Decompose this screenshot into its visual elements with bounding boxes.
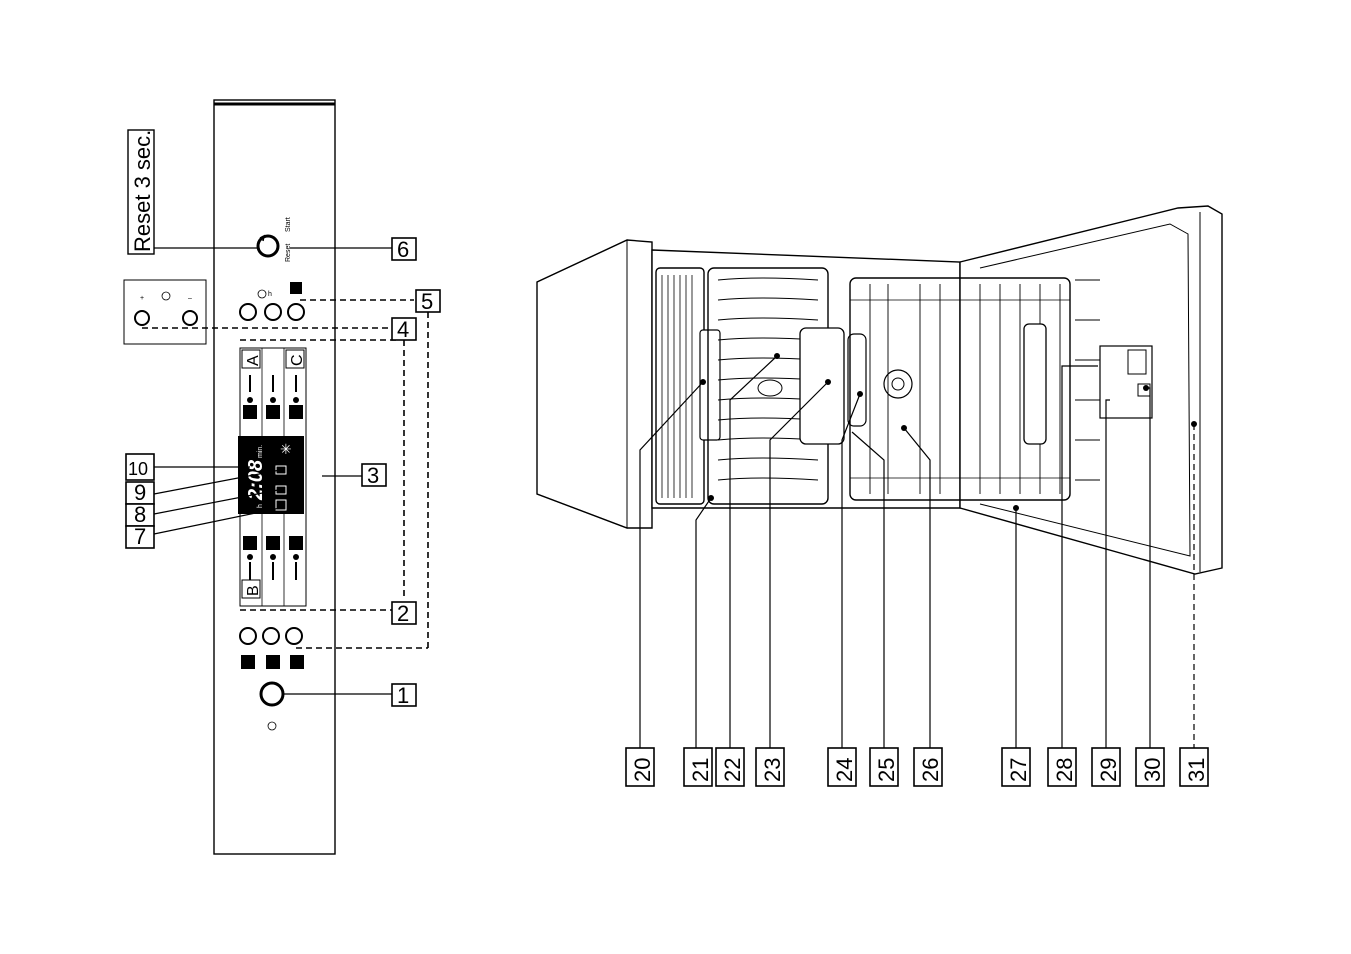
callout-27: 27 [1006, 758, 1031, 782]
program-button-1[interactable] [240, 628, 256, 644]
callout-1: 1 [397, 683, 409, 708]
svg-text:+: + [140, 295, 144, 302]
timer-minus-button[interactable] [183, 311, 197, 325]
callout-31: 31 [1184, 758, 1209, 782]
callout-22: 22 [720, 758, 745, 782]
section-b-label: B [245, 585, 262, 596]
svg-text:h: h [257, 504, 264, 508]
callout-26: 26 [918, 758, 943, 782]
start-button[interactable] [258, 236, 278, 256]
timer-inset: + – [124, 280, 206, 344]
power-button[interactable] [261, 683, 283, 705]
control-panel: Reset 3 sec. Start Reset 6 + – h [124, 100, 440, 854]
display: 2:08 min. h ✳ [238, 436, 304, 514]
callout-6: 6 [397, 237, 409, 262]
svg-text:Reset 3 sec.: Reset 3 sec. [130, 130, 155, 252]
section-a-label: A [245, 355, 262, 366]
section-c-label: C [289, 354, 306, 366]
callout-4: 4 [397, 317, 409, 342]
timer-plus-button[interactable] [135, 311, 149, 325]
svg-text:–: – [188, 295, 192, 302]
indicator-square [290, 282, 302, 294]
callout-2: 2 [397, 601, 409, 626]
svg-text:min.: min. [257, 445, 264, 458]
callout-10: 10 [128, 459, 148, 479]
timer-button-1[interactable] [240, 304, 256, 320]
callout-29: 29 [1096, 758, 1121, 782]
callout-7: 7 [134, 524, 146, 549]
reset-label: Reset 3 sec. [128, 130, 155, 254]
sun-icon: ✳ [280, 442, 292, 458]
callout-30: 30 [1140, 758, 1165, 782]
callout-24: 24 [832, 758, 857, 782]
program-button-2[interactable] [263, 628, 279, 644]
start-text: Start [285, 217, 292, 232]
program-button-3[interactable] [286, 628, 302, 644]
callout-25: 25 [874, 758, 899, 782]
callout-20: 20 [630, 758, 655, 782]
timer-button-2[interactable] [265, 304, 281, 320]
dishwasher-callouts: 20 21 22 23 24 25 26 27 28 29 30 31 [626, 748, 1209, 786]
callout-28: 28 [1052, 758, 1077, 782]
timer-button-3[interactable] [288, 304, 304, 320]
reset-small-text: Reset [285, 244, 292, 262]
callout-21: 21 [688, 758, 713, 782]
svg-text:h: h [268, 291, 272, 298]
callout-23: 23 [760, 758, 785, 782]
callout-5: 5 [421, 289, 433, 314]
callout-3: 3 [367, 463, 379, 488]
